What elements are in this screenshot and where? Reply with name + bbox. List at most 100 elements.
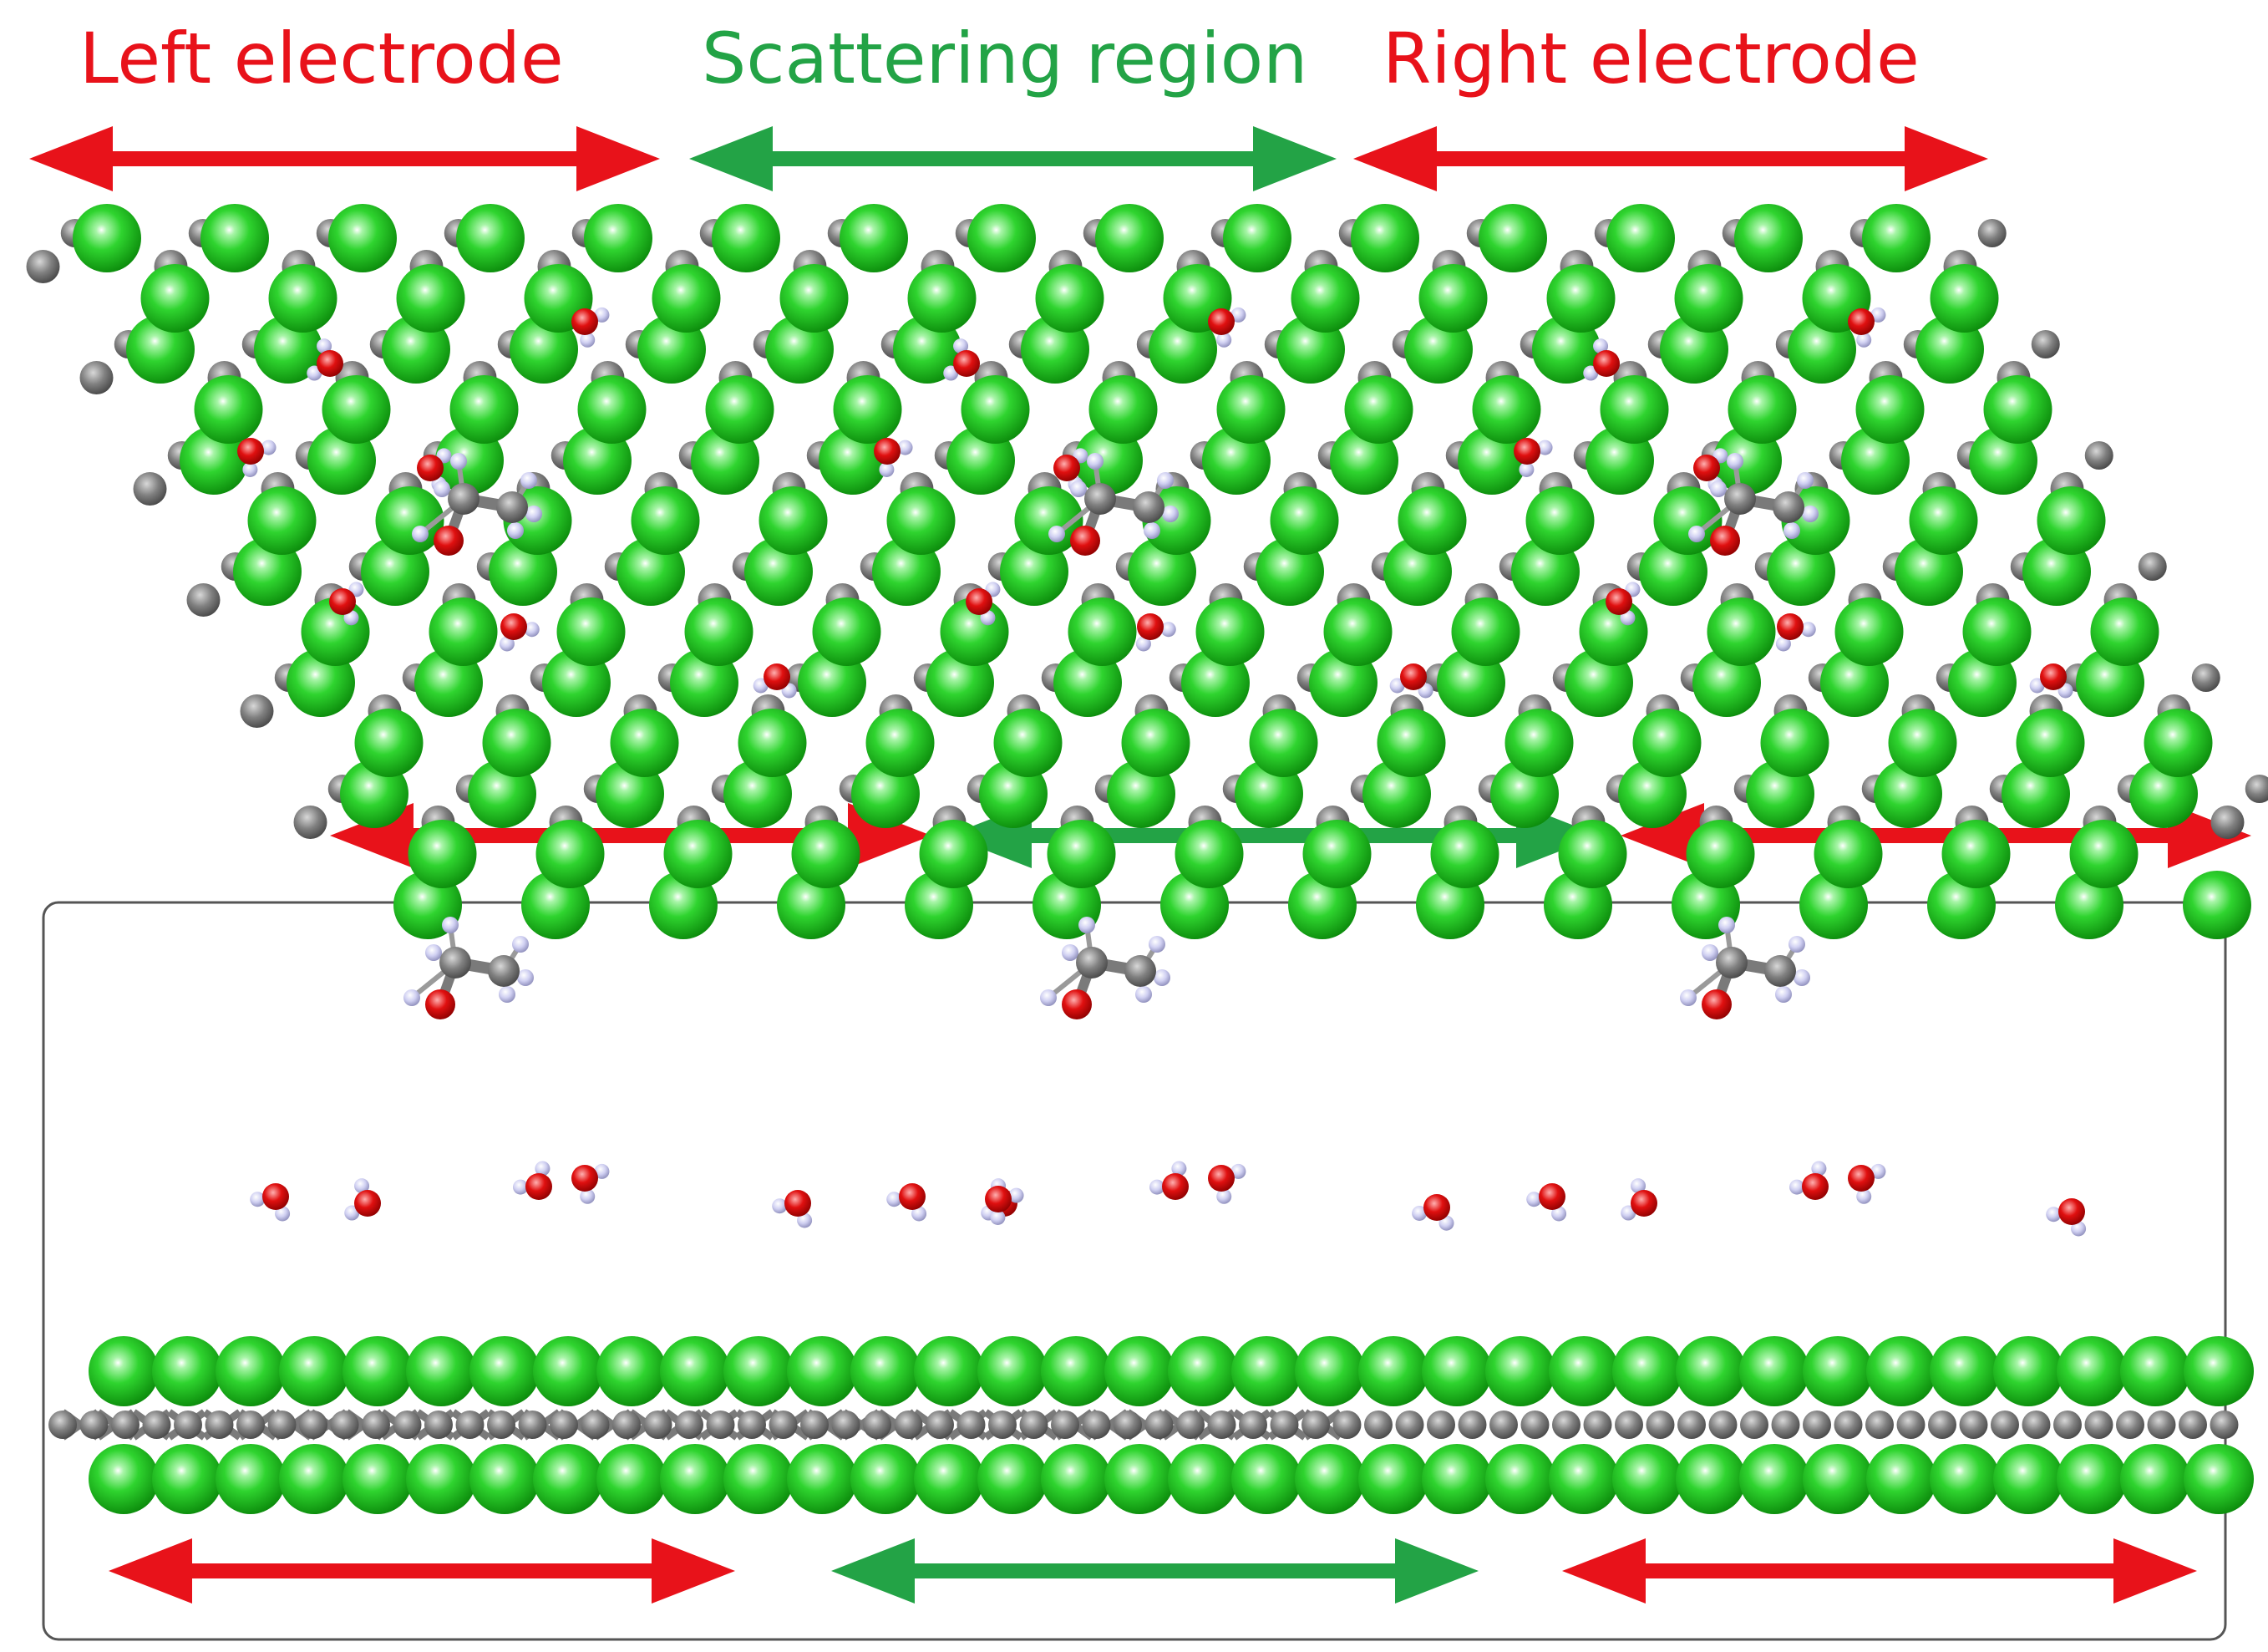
oxygen-atom [571,308,598,335]
chlorine-atom [1653,486,1723,555]
chlorine-atom [1930,1444,2000,1514]
chlorine-atom [1862,204,1931,272]
chlorine-atom [449,375,519,444]
chlorine-atom [1930,264,1999,333]
carbon-atom [2147,1411,2176,1439]
oxygen-atom [1848,308,1875,335]
hydrogen-atom [1149,1179,1165,1195]
oxygen-atom [1162,1173,1189,1200]
hydrogen-atom [886,1192,902,1207]
chlorine-atom [1739,1444,1809,1514]
oxygen-atom [1514,438,1540,465]
carbon-atom [1133,491,1164,523]
hydrogen-atom [1775,636,1791,652]
oxygen-atom [262,1183,289,1210]
carbon-atom [2084,1411,2113,1439]
left-electrode-arrow [330,803,931,868]
chlorine-atom [354,709,424,777]
chlorine-atom [406,1336,476,1406]
carbon-atom [2191,663,2220,692]
chlorine-atom [429,597,498,666]
oxygen-atom [1702,989,1732,1019]
right-electrode-arrow [1353,126,1988,191]
carbon-atom [581,1411,610,1439]
carbon-atom [1764,955,1796,987]
hydrogen-atom [1688,526,1705,542]
chlorine-atom [1993,1444,2063,1514]
hydrogen-atom [1412,1205,1428,1221]
hydrogen-atom [535,1161,551,1177]
oxygen-atom [1400,663,1427,690]
hydrogen-atom [2071,1221,2087,1237]
right-electrode-label: Right electrode [1383,18,1920,99]
oxygen-atom [1539,1183,1565,1210]
chlorine-atom [469,1336,540,1406]
chlorine-atom [977,1336,1048,1406]
chlorine-atom [886,486,956,555]
carbon-atom [362,1411,390,1439]
hydrogen-atom [594,1163,610,1179]
carbon-atom [393,1411,422,1439]
hydrogen-atom [1702,944,1718,961]
chlorine-atom [2144,709,2213,777]
chlorine-atom [584,204,652,272]
chlorine-atom [993,709,1063,777]
chlorine-atom [1377,709,1446,777]
oxygen-atom [874,438,901,465]
chlorine-atom [914,1444,984,1514]
hydrogen-atom [1216,332,1232,348]
carbon-atom [1896,1411,1926,1439]
chlorine-atom [456,204,525,272]
carbon-atom [488,955,520,987]
chlorine-atom [194,375,263,444]
chlorine-atom [140,264,210,333]
carbon-atom [79,361,114,394]
carbon-atom [26,250,60,283]
hydrogen-atom [1789,1179,1805,1195]
chlorine-atom [482,709,551,777]
hydrogen-atom [1631,1178,1646,1194]
hydrogen-atom [354,1178,370,1194]
chlorine-atom [535,820,605,888]
chlorine-atom [1195,597,1265,666]
carbon-atom [1834,1411,1863,1439]
oxygen-atom [1848,1165,1875,1192]
carbon-atom [1270,1411,1299,1439]
carbon-atom [738,1411,766,1439]
chlorine-atom [1612,1444,1682,1514]
chlorine-atom [1104,1336,1175,1406]
chlorine-atom [2037,486,2106,555]
chlorine-atom [1323,597,1393,666]
hydrogen-atom [524,622,540,638]
chlorine-atom [1451,597,1520,666]
chlorine-atom [1941,820,2011,888]
hydrogen-atom [1783,522,1800,539]
chlorine-atom [73,204,141,272]
hydrogen-atom [2046,1207,2062,1222]
carbon-atom [1051,1411,1079,1439]
chlorine-atom [1676,1444,1746,1514]
chlorine-atom [723,1336,794,1406]
carbon-atom [1552,1411,1580,1439]
carbon-atom [2031,330,2060,358]
oxygen-atom [2058,1198,2085,1225]
carbon-atom [1615,1411,1643,1439]
hydrogen-atom [1519,461,1535,477]
oxygen-atom [237,438,264,465]
chlorine-atom [279,1336,349,1406]
hydrogen-atom [442,917,459,933]
chlorine-atom [2120,1336,2190,1406]
chlorine-atom [791,820,860,888]
scattering-region-label: Scattering region [702,18,1308,99]
carbon-atom [1427,1411,1455,1439]
side-view-panel [42,901,2227,1641]
oxygen-atom [1053,455,1080,481]
chlorine-atom [1095,204,1164,272]
hydrogen-atom [434,480,450,497]
oxygen-atom [1208,1165,1235,1192]
chlorine-atom [1674,264,1743,333]
carbon-atom [1144,1411,1174,1439]
chlorine-atom [279,1444,349,1514]
chlorine-atom [1104,1444,1175,1514]
hydrogen-atom [1389,678,1405,694]
